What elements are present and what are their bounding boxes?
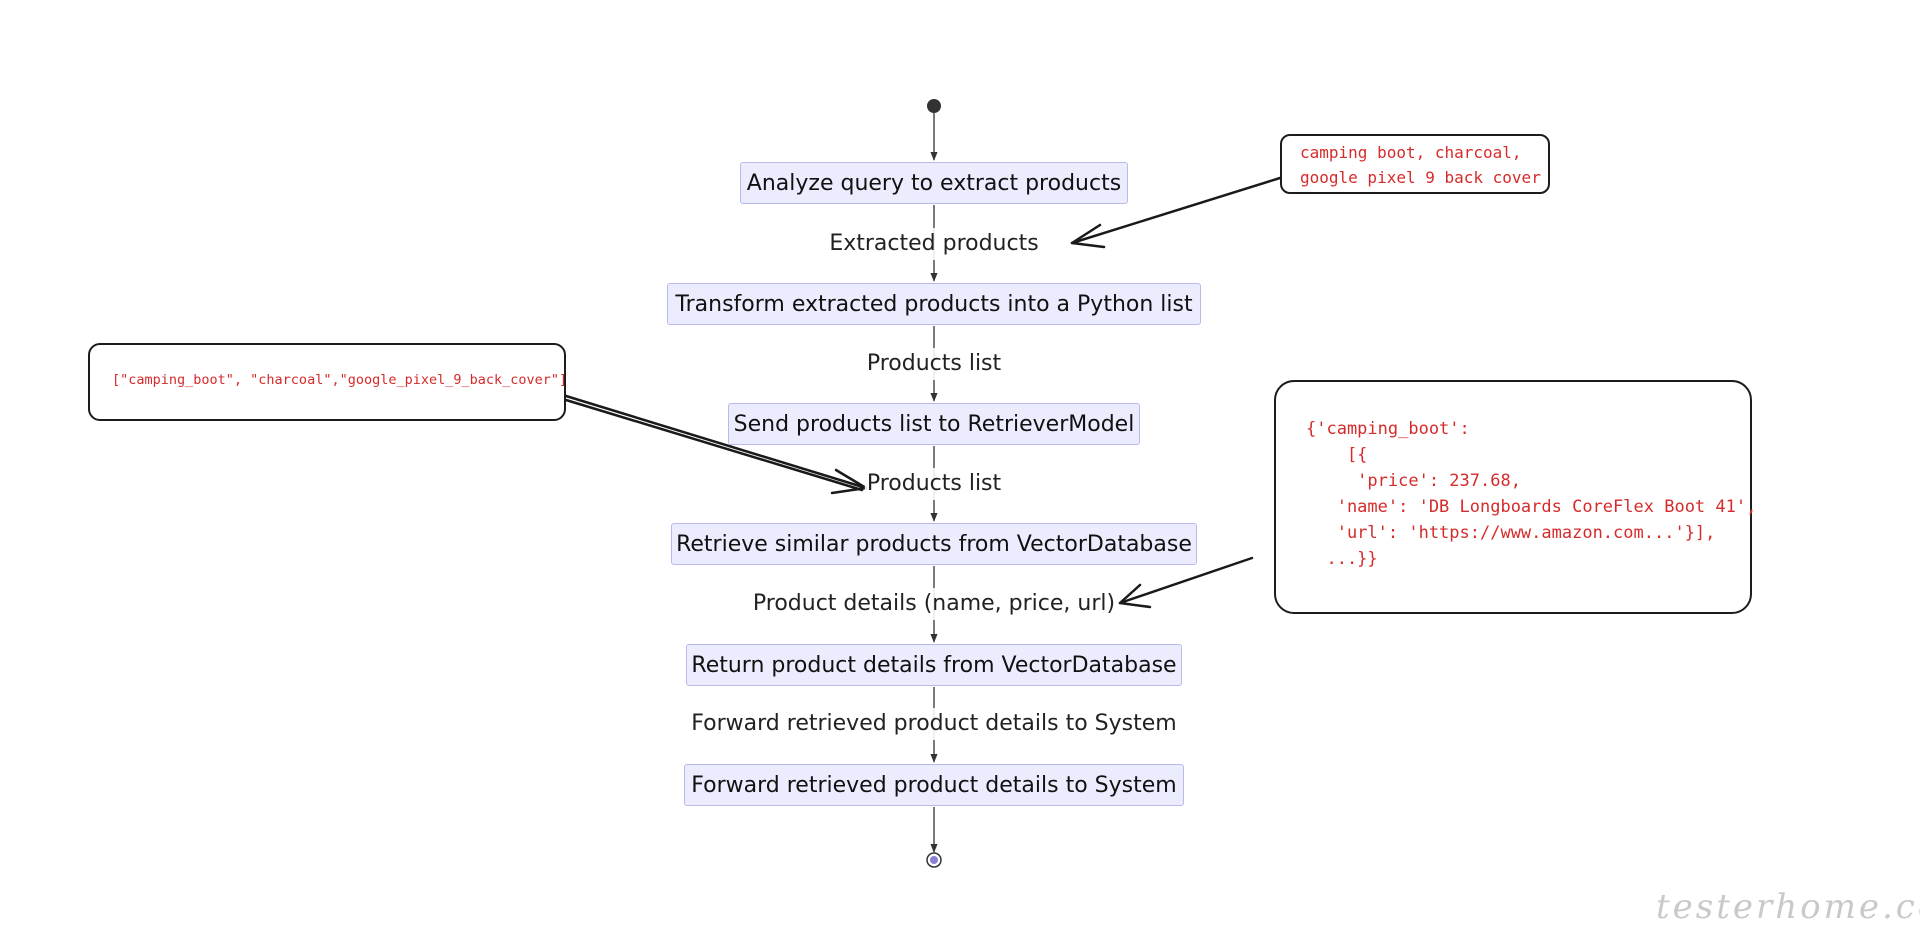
callout-arrow-product-details [1118, 556, 1254, 605]
transition-label-extracted-products: Extracted products [827, 228, 1041, 260]
transition-label-forward-details: Forward retrieved product details to Sys… [689, 708, 1179, 740]
step-return-details: Return product details from VectorDataba… [686, 644, 1182, 686]
callout-arrow-products-list-sketch [564, 398, 864, 492]
callout-arrowhead-extracted-products [1070, 223, 1106, 249]
step-retrieve-similar: Retrieve similar products from VectorDat… [671, 523, 1197, 565]
callout-arrowhead-product-details [1118, 583, 1152, 609]
note-products-list: ["camping_boot", "charcoal","google_pixe… [88, 343, 567, 421]
step-transform-products: Transform extracted products into a Pyth… [667, 283, 1201, 325]
step-analyze-query: Analyze query to extract products [740, 162, 1128, 204]
transition-label-product-details: Product details (name, price, url) [750, 588, 1118, 620]
start-node [927, 99, 941, 113]
end-node-core [930, 856, 938, 864]
watermark: testerhome.com [1656, 887, 1920, 927]
note-extracted-products: camping boot, charcoal, google pixel 9 b… [1280, 134, 1550, 194]
transition-label-products-list-2: Products list [864, 468, 1004, 500]
transition-label-products-list: Products list [864, 348, 1004, 380]
callout-arrow-extracted-products [1070, 176, 1282, 245]
callout-arrow-products-list [564, 394, 868, 490]
step-send-to-retriever: Send products list to RetrieverModel [728, 403, 1140, 445]
note-product-details: {'camping_boot': [{ 'price': 237.68, 'na… [1274, 380, 1756, 614]
step-forward-details: Forward retrieved product details to Sys… [684, 764, 1184, 806]
